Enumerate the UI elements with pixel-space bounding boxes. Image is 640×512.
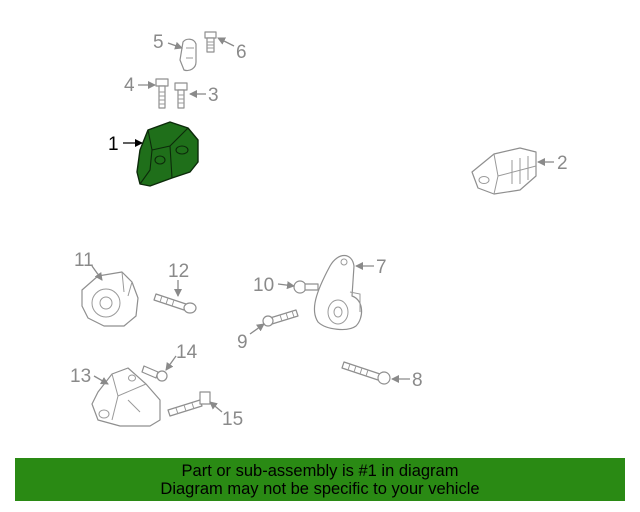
- part-14-bolt[interactable]: [141, 365, 168, 382]
- callout-4[interactable]: 4: [124, 75, 135, 96]
- part-11-mount[interactable]: [81, 271, 139, 327]
- callout-2[interactable]: 2: [557, 153, 568, 174]
- callout-12[interactable]: 12: [168, 261, 189, 282]
- part-1-mount-highlighted[interactable]: [136, 121, 199, 187]
- part-12-bolt[interactable]: [153, 293, 197, 314]
- callout-11[interactable]: 11: [74, 250, 94, 271]
- part-5-bracket[interactable]: [179, 38, 197, 72]
- callout-15[interactable]: 15: [222, 409, 243, 430]
- part-2-mount[interactable]: [471, 147, 537, 195]
- part-4-bolt[interactable]: [155, 78, 169, 109]
- banner-line-1: Part or sub-assembly is #1 in diagram: [181, 462, 459, 480]
- part-8-bolt[interactable]: [341, 361, 391, 385]
- info-banner: Part or sub-assembly is #1 in diagram Di…: [15, 458, 625, 501]
- part-9-bolt[interactable]: [262, 309, 299, 327]
- callout-7[interactable]: 7: [376, 257, 387, 278]
- callout-3[interactable]: 3: [208, 85, 219, 106]
- callout-5[interactable]: 5: [153, 32, 164, 53]
- part-15-bolt[interactable]: [167, 391, 211, 417]
- callout-10[interactable]: 10: [253, 275, 274, 296]
- callout-8[interactable]: 8: [412, 370, 423, 391]
- part-6-bolt[interactable]: [204, 31, 217, 53]
- banner-line-2: Diagram may not be specific to your vehi…: [160, 480, 480, 498]
- part-13-bracket[interactable]: [91, 367, 161, 427]
- callout-1[interactable]: 1: [108, 134, 119, 155]
- callout-9[interactable]: 9: [237, 332, 248, 353]
- part-10-bolt[interactable]: [293, 280, 319, 294]
- part-3-bolt[interactable]: [174, 82, 188, 109]
- callout-6[interactable]: 6: [236, 42, 247, 63]
- callout-14[interactable]: 14: [176, 342, 198, 363]
- leader-lines: [91, 37, 554, 413]
- part-7-bracket[interactable]: [313, 254, 363, 331]
- callout-13[interactable]: 13: [70, 366, 91, 387]
